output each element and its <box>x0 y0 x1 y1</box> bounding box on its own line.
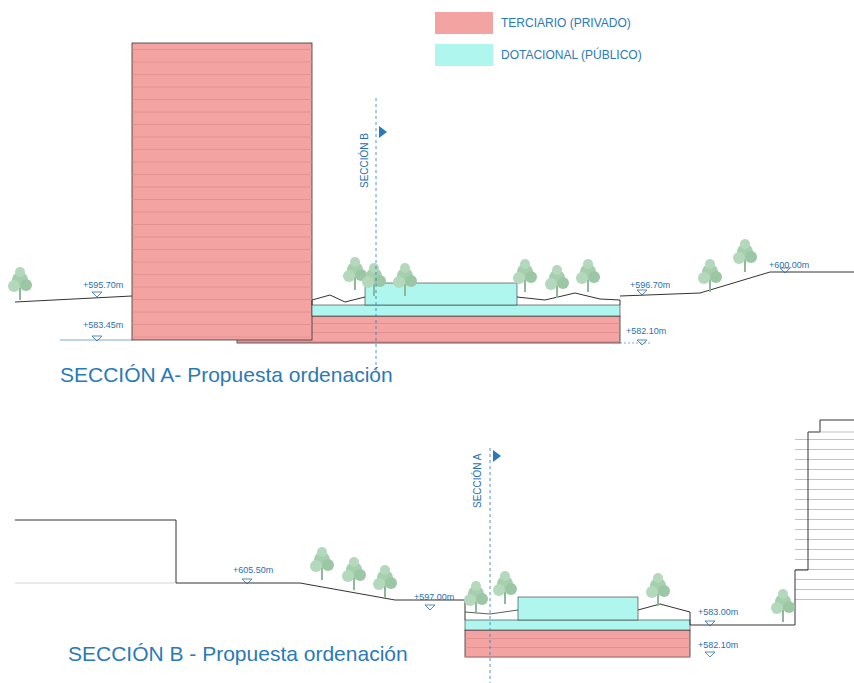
level-mark: +582.10m <box>626 327 666 336</box>
section-title: SECCIÓN A- Propuesta ordenación <box>60 364 393 385</box>
legend-text: TERCIARIO (PRIVADO) <box>501 17 631 29</box>
legend-swatch <box>435 12 493 34</box>
level-mark: +583.00m <box>698 608 738 617</box>
section-marker: SECCIÓN B <box>360 131 370 190</box>
level-mark: +582.10m <box>698 641 738 650</box>
level-mark: +605.50m <box>233 566 273 575</box>
legend-text: DOTACIONAL (PÚBLICO) <box>501 49 642 61</box>
section-title: SECCIÓN B - Propuesta ordenación <box>68 643 408 664</box>
level-mark: +600.00m <box>769 261 809 270</box>
legend-swatch <box>435 44 493 66</box>
level-mark: +596.70m <box>630 281 670 290</box>
level-mark: +595.70m <box>83 281 123 290</box>
level-mark: +597.00m <box>414 593 454 602</box>
level-mark: +583.45m <box>83 321 123 330</box>
section-marker: SECCIÓN A <box>473 452 483 510</box>
